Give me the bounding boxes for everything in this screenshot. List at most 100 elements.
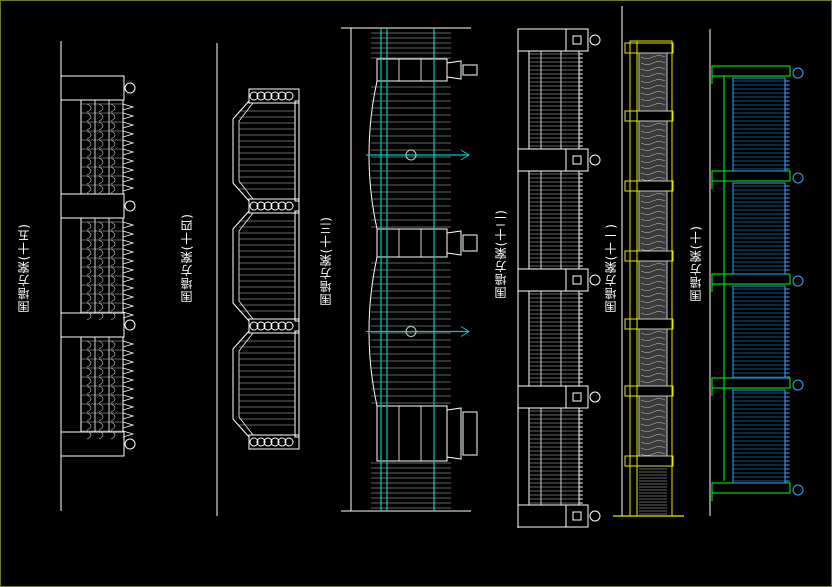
spear — [784, 351, 791, 355]
pier-cap-ball — [249, 91, 259, 101]
spear — [578, 413, 584, 417]
spear — [578, 308, 584, 312]
lattice — [640, 367, 666, 371]
cap-ball — [589, 154, 601, 166]
pier-cap — [248, 88, 300, 104]
spear — [784, 260, 791, 264]
lattice — [640, 287, 666, 291]
spear — [578, 88, 584, 92]
spear — [578, 348, 584, 352]
scroll-ornament — [86, 130, 116, 140]
scheme-12-label: 围墙方案(十二) — [494, 209, 508, 299]
fence-panel — [528, 407, 580, 506]
spear — [784, 479, 791, 483]
spear — [578, 56, 584, 60]
spear — [784, 192, 791, 196]
spear — [784, 399, 791, 403]
spear-top — [122, 412, 135, 420]
spear — [578, 252, 584, 256]
spear — [784, 443, 791, 447]
pier — [517, 148, 567, 172]
lattice — [640, 177, 666, 181]
pier-band — [624, 180, 674, 192]
cap-ball — [589, 274, 601, 286]
spear-top — [122, 311, 135, 319]
pier-cap-ball — [270, 321, 280, 331]
spear — [578, 501, 584, 505]
spear — [578, 316, 584, 320]
lattice — [640, 223, 666, 227]
pier-ball — [792, 484, 804, 496]
spear — [784, 467, 791, 471]
lattice — [640, 55, 666, 59]
lattice — [640, 141, 666, 145]
spear — [578, 457, 584, 461]
spear — [784, 139, 791, 143]
pier-lamp — [446, 60, 462, 80]
pier-band — [624, 385, 674, 397]
spear — [784, 232, 791, 236]
lattice — [640, 452, 666, 456]
spear — [578, 292, 584, 296]
spear — [578, 409, 584, 413]
lattice — [640, 135, 666, 139]
spear — [784, 395, 791, 399]
lattice — [640, 434, 666, 438]
spear — [784, 423, 791, 427]
spear — [578, 248, 584, 252]
spear — [784, 295, 791, 299]
spear-top — [122, 230, 135, 238]
pier-cap — [565, 28, 589, 52]
spear — [784, 311, 791, 315]
fence-scheme-11 — [613, 6, 684, 517]
lattice — [640, 311, 666, 315]
pier-band — [624, 42, 674, 54]
spear — [578, 296, 584, 300]
spear — [784, 363, 791, 367]
spear — [578, 477, 584, 481]
panel-arch — [232, 210, 250, 322]
spear — [578, 493, 584, 497]
spear — [578, 200, 584, 204]
spear — [784, 343, 791, 347]
scroll-ornament — [86, 275, 116, 285]
spear — [578, 465, 584, 469]
spear-top — [122, 349, 135, 357]
post-cap — [124, 319, 136, 331]
panel-arch — [232, 100, 250, 202]
lattice — [640, 331, 666, 335]
pier-lamp — [446, 407, 462, 460]
spear — [578, 497, 584, 501]
spear — [784, 427, 791, 431]
finial — [460, 149, 470, 161]
post — [60, 431, 125, 457]
spear — [578, 328, 584, 332]
finial — [460, 326, 470, 337]
pier-cap — [565, 268, 589, 292]
cap-ball — [589, 510, 601, 522]
spear — [578, 264, 584, 268]
lamp-head — [462, 411, 478, 456]
scroll-ornament — [86, 302, 116, 312]
lamp-head — [462, 234, 478, 252]
lattice — [640, 269, 666, 273]
spear-top — [122, 175, 135, 183]
pier-cap-ball — [263, 321, 273, 331]
spear — [578, 100, 584, 104]
spear — [578, 449, 584, 453]
spear — [784, 287, 791, 291]
spear — [578, 120, 584, 124]
spear — [784, 459, 791, 463]
spear — [578, 364, 584, 368]
pier-cap-ball — [277, 437, 287, 447]
post-cap — [124, 200, 136, 212]
pier-cap-ball — [284, 201, 294, 211]
spear — [784, 143, 791, 147]
spear — [578, 425, 584, 429]
lattice — [640, 199, 666, 203]
pier-ball — [792, 379, 804, 391]
spear — [578, 300, 584, 304]
lattice-panel — [638, 328, 668, 387]
spear — [578, 356, 584, 360]
lattice — [640, 61, 666, 65]
